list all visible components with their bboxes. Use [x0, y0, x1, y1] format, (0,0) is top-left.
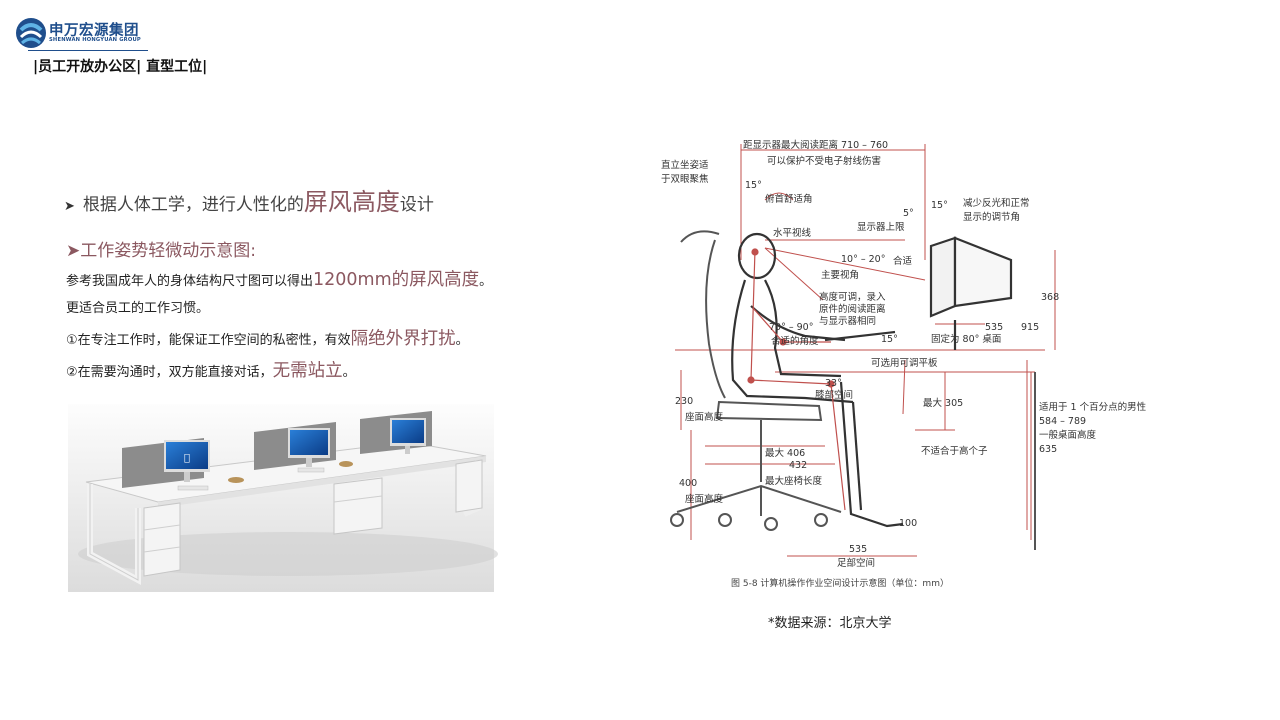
diagram-label-knee: 膝部空间: [815, 389, 853, 401]
diagram-label-d230: 230: [675, 396, 693, 407]
p4-suffix: 。: [342, 365, 356, 380]
ergonomics-diagram: 距显示器最大阅读距离 710 – 760 可以保护不受电子射线伤害 直立坐姿适 …: [655, 130, 1147, 594]
diagram-label-foot: 足部空间: [837, 557, 875, 569]
p3-suffix: 。: [455, 333, 469, 348]
diagram-label-thigh: 座面高度: [685, 411, 724, 423]
paragraph-3: ①在专注工作时，能保证工作空间的私密性，有效隔绝外界打扰。: [66, 325, 469, 350]
diagram-label-not-tall: 不适合于高个子: [921, 445, 988, 457]
diagram-label-d915: 915: [1021, 322, 1039, 333]
p1-suffix: 。: [479, 274, 493, 289]
paragraph-1: 参考我国成年人的身体结构尺寸图可以得出1200mm的屏风高度。: [66, 266, 492, 291]
p3-prefix: ①在专注工作时，能保证工作空间的私密性，有效: [66, 333, 351, 348]
diagram-label-adjust-1: 高度可调，录入: [819, 291, 886, 303]
diagram-label-max406: 最大 406: [765, 447, 805, 459]
diagram-label-d100: 100: [899, 518, 917, 529]
diagram-label-main-view: 主要视角: [821, 269, 859, 281]
diagram-label-a15a: 15°: [745, 180, 762, 191]
logo-subtitle: SHENWAN HONGYUAN GROUP: [49, 37, 141, 43]
diagram-label-view-range: 10° – 20°: [841, 254, 885, 265]
workstation-photo: : [68, 404, 498, 592]
section-subhead: ➤工作姿势轻微动示意图:: [66, 241, 256, 261]
diagram-label-max305: 最大 305: [923, 397, 963, 409]
p1-highlight: 1200mm的屏风高度: [313, 270, 480, 290]
diagram-label-d635: 635: [1039, 444, 1057, 455]
p3-highlight: 隔绝外界打扰: [350, 329, 456, 349]
p4-highlight: 无需站立: [272, 361, 343, 381]
company-logo-icon: [16, 18, 46, 48]
diagram-label-horizon: 水平视线: [773, 227, 812, 239]
svg-text:: : [184, 453, 190, 464]
data-source: *数据来源：北京大学: [768, 616, 892, 631]
headline-suffix: 设计: [399, 195, 434, 215]
diagram-label-adjust-3: 与显示器相同: [819, 315, 876, 327]
diagram-label-fixed: 固定为 80° 桌面: [931, 333, 1001, 345]
diagram-label-male-1: 适用于 1 个百分点的男性: [1039, 401, 1147, 413]
diagram-label-d400: 400: [679, 478, 697, 489]
diagram-label-seat-len: 最大座椅长度: [765, 475, 823, 487]
logo-name: 申万宏源集团: [49, 23, 139, 39]
diagram-label-a15b: 15°: [931, 200, 948, 211]
diagram-label-monitor-top: 显示器上限: [857, 222, 905, 233]
diagram-label-upright-1: 直立坐姿适: [661, 159, 709, 171]
arrow-bullet-icon: ➤: [64, 199, 75, 214]
diagram-label-d432: 432: [789, 460, 807, 471]
p4-prefix: ②在需要沟通时，双方能直接对话，: [66, 365, 273, 380]
headline-highlight: 屏风高度: [303, 188, 400, 216]
diagram-label-a15c: 15°: [881, 334, 898, 345]
breadcrumb: |员工开放办公区| 直型工位|: [33, 59, 208, 75]
p1-prefix: 参考我国成年人的身体结构尺寸图可以得出: [66, 274, 314, 289]
diagram-label-adjust-2: 原件的阅读距离: [819, 303, 886, 315]
diagram-label-top-1: 距显示器最大阅读距离 710 – 760: [743, 139, 888, 151]
paragraph-4: ②在需要沟通时，双方能直接对话，无需站立。: [66, 357, 356, 382]
diagram-label-d368: 368: [1041, 292, 1059, 303]
diagram-label-male-2: 584 – 789: [1039, 416, 1086, 427]
diagram-label-upright-2: 于双眼聚焦: [661, 173, 709, 185]
diagram-label-desk-h: 一般桌面高度: [1039, 429, 1097, 441]
diagram-label-knee-angle: 33°: [825, 378, 842, 389]
diagram-label-d535b: 535: [849, 544, 867, 555]
diagram-label-top-2: 可以保护不受电子射线伤害: [767, 155, 881, 167]
diagram-label-glare-1: 减少反光和正常: [963, 197, 1030, 209]
diagram-label-optional: 可选用可调平板: [871, 357, 938, 369]
headline: ➤ 根据人体工学，进行人性化的屏风高度设计: [64, 182, 434, 217]
diagram-label-d535a: 535: [985, 322, 1003, 333]
diagram-label-glare-2: 显示的调节角: [963, 211, 1020, 223]
diagram-caption: 图 5-8 计算机操作作业空间设计示意图（单位：mm）: [731, 577, 949, 589]
headline-prefix: 根据人体工学，进行人性化的: [82, 195, 304, 215]
paragraph-2: 更适合员工的工作习惯。: [66, 301, 210, 316]
diagram-label-arm-angle: 70° – 90°: [769, 322, 813, 333]
diagram-label-a5: 5°: [903, 208, 914, 219]
diagram-label-seat-h: 座面高度: [685, 493, 724, 505]
diagram-label-neck: 俯首舒适角: [765, 193, 813, 205]
diagram-label-fit: 合适: [893, 255, 913, 267]
diagram-label-arm-fit: 合适的角度: [771, 335, 819, 347]
logo-underline: [28, 50, 148, 51]
